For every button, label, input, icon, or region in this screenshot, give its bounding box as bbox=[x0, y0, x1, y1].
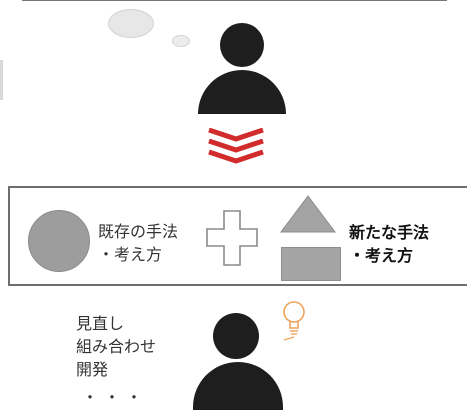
action-develop: 開発 bbox=[76, 360, 109, 379]
bottom-person-head-icon bbox=[213, 313, 259, 359]
existing-method-line1: 既存の手法 bbox=[98, 222, 179, 241]
left-edge-mark bbox=[0, 60, 3, 100]
thought-cloud-icon bbox=[108, 9, 154, 38]
thought-bubble-icon bbox=[172, 35, 190, 47]
action-list: 見直し 組み合わせ 開発 bbox=[76, 312, 156, 381]
action-review: 見直し bbox=[76, 314, 125, 333]
lightbulb-icon bbox=[283, 301, 305, 341]
bottom-person-body-icon bbox=[193, 362, 283, 410]
rectangle-shape-icon bbox=[281, 247, 341, 281]
existing-method-label: 既存の手法 ・考え方 bbox=[98, 220, 178, 266]
action-combine: 組み合わせ bbox=[76, 337, 157, 356]
plus-icon bbox=[206, 210, 258, 266]
new-method-label: 新たな手法 ・考え方 bbox=[349, 221, 429, 267]
top-person-body-icon bbox=[198, 70, 286, 114]
new-method-line1: 新たな手法 bbox=[349, 223, 430, 242]
triple-chevron-down-icon bbox=[208, 128, 264, 164]
existing-method-circle-icon bbox=[28, 210, 90, 272]
triangle-shape-icon bbox=[280, 195, 336, 233]
top-person-head-icon bbox=[220, 23, 264, 67]
top-border-line bbox=[22, 0, 447, 3]
ellipsis-text: ・・・ bbox=[82, 388, 149, 407]
existing-method-line2: ・考え方 bbox=[98, 245, 163, 264]
new-method-line2: ・考え方 bbox=[349, 246, 414, 265]
